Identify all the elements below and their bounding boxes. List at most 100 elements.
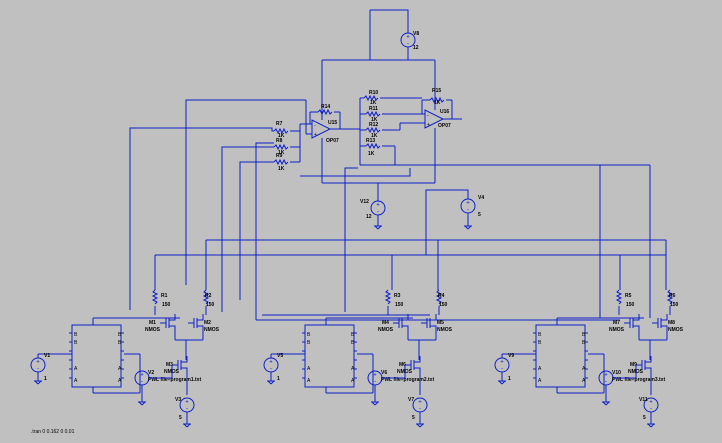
source-v5-name: V5 (277, 353, 283, 359)
resistor-r4 (435, 289, 443, 305)
bridge-pin-b: B (307, 340, 311, 346)
source-v11-name: V11 (639, 397, 648, 403)
resistor-r4-name: R4 (438, 293, 445, 299)
bridge-pin-b: B (582, 332, 586, 338)
resistor-r14 (317, 108, 333, 116)
spice-directive: .tran 0 0.162 0 0.01 (31, 429, 75, 435)
r7-value: 1K (278, 133, 285, 139)
mosfet-m4-model: NMOS (378, 327, 394, 333)
mosfet-m2-name: M2 (204, 320, 211, 326)
source-v2-name: V2 (148, 370, 154, 376)
bridge-ic-2 (304, 324, 355, 388)
mosfet-m5-name: M5 (437, 320, 444, 326)
resistor-r8 (273, 143, 289, 151)
r13-name: R13 (366, 138, 375, 144)
mosfet-m5-model: NMOS (437, 327, 453, 333)
source-v3-value: 5 (179, 415, 182, 421)
resistor-r6-value: 150 (670, 302, 679, 308)
mosfet-m9 (636, 356, 652, 374)
mosfet-m4 (393, 314, 409, 332)
source-v10-value: PWL file=program3.txt (612, 377, 665, 383)
bridge-pin-b: B (118, 340, 122, 346)
bridge-pin-a: A (118, 366, 122, 372)
mosfet-m1-model: NMOS (145, 327, 161, 333)
resistor-r6 (666, 289, 674, 305)
bridge-ic-1 (71, 324, 122, 388)
r9-name: R9 (276, 153, 283, 159)
bridge-pin-a: A (582, 378, 586, 384)
r8-name: R8 (276, 138, 283, 144)
mosfet-m5 (421, 314, 437, 332)
r8-value: 1K (278, 150, 285, 156)
resistor-r2-value: 150 (206, 302, 215, 308)
resistor-r15 (429, 96, 445, 104)
u15-model: OP07 (326, 138, 339, 144)
bridge-pin-b: B (538, 332, 542, 338)
bridge-pin-b: B (307, 332, 311, 338)
supply-v4: V4 5 (425, 189, 484, 255)
resistor-r2 (202, 289, 210, 305)
resistor-r12 (365, 126, 381, 134)
resistor-r5-value: 150 (626, 302, 635, 308)
mosfet-m8-model: NMOS (668, 327, 684, 333)
bridge-pin-a: A (74, 378, 78, 384)
r10-value: 1K (370, 100, 377, 106)
source-v9-name: V9 (508, 353, 514, 359)
r12-name: R12 (369, 122, 378, 128)
resistor-r3-name: R3 (394, 293, 401, 299)
mosfet-m3 (172, 356, 188, 374)
mosfet-m9-name: M9 (630, 362, 637, 368)
v8-name: V8 (413, 31, 419, 37)
mosfet-m4-name: M4 (382, 320, 389, 326)
bridge-pin-a: A (538, 378, 542, 384)
bridge-pin-b: B (74, 332, 78, 338)
opamp-section: - + U15 OP07 R14 - + U16 OP07 R15 1K R10… (194, 88, 650, 184)
opamp-u16 (424, 109, 445, 129)
resistor-r7 (273, 127, 289, 135)
v12-value: 12 (366, 214, 372, 220)
bridge-pin-a: A (351, 366, 355, 372)
routing-wires (129, 99, 667, 321)
mosfet-m6 (405, 356, 421, 374)
resistor-r5-name: R5 (625, 293, 632, 299)
bridge-pin-b: B (582, 340, 586, 346)
mosfet-m1 (160, 314, 176, 332)
mosfet-m3-name: M3 (166, 362, 173, 368)
r9-value: 1K (278, 166, 285, 172)
resistor-r5 (615, 289, 623, 305)
svg-text:-: - (314, 123, 316, 129)
resistor-r1-value: 150 (162, 302, 171, 308)
source-v2-value: PWL file=program1.txt (148, 377, 201, 383)
bridge-pin-b: B (118, 332, 122, 338)
source-v10-name: V10 (612, 370, 621, 376)
r13-value: 1K (368, 151, 375, 157)
resistor-r2-name: R2 (205, 293, 212, 299)
bridge-pin-b: B (351, 340, 355, 346)
v4-name: V4 (478, 195, 484, 201)
mosfet-m7-model: NMOS (609, 327, 625, 333)
bridge-pin-a: A (351, 378, 355, 384)
mosfet-m8-name: M8 (668, 320, 675, 326)
supply-v12: V12 12 (360, 183, 386, 230)
source-v1-value: 1 (44, 376, 47, 382)
resistor-r11 (365, 110, 381, 118)
svg-text:+: + (314, 132, 317, 138)
source-v3-name: V3 (175, 397, 181, 403)
resistor-r4-value: 150 (439, 302, 448, 308)
mosfet-m2-model: NMOS (204, 327, 220, 333)
u16-name: U16 (440, 109, 449, 115)
source-v9-value: 1 (508, 376, 511, 382)
u16-model: OP07 (438, 123, 451, 129)
resistor-r1-name: R1 (161, 293, 168, 299)
source-v5-value: 1 (277, 376, 280, 382)
r15-name: R15 (432, 88, 441, 94)
bridge-pin-a: A (582, 366, 586, 372)
bridge-pin-a: A (307, 378, 311, 384)
r11-name: R11 (369, 106, 378, 112)
r14-name: R14 (321, 104, 330, 110)
resistor-r13 (365, 142, 381, 150)
